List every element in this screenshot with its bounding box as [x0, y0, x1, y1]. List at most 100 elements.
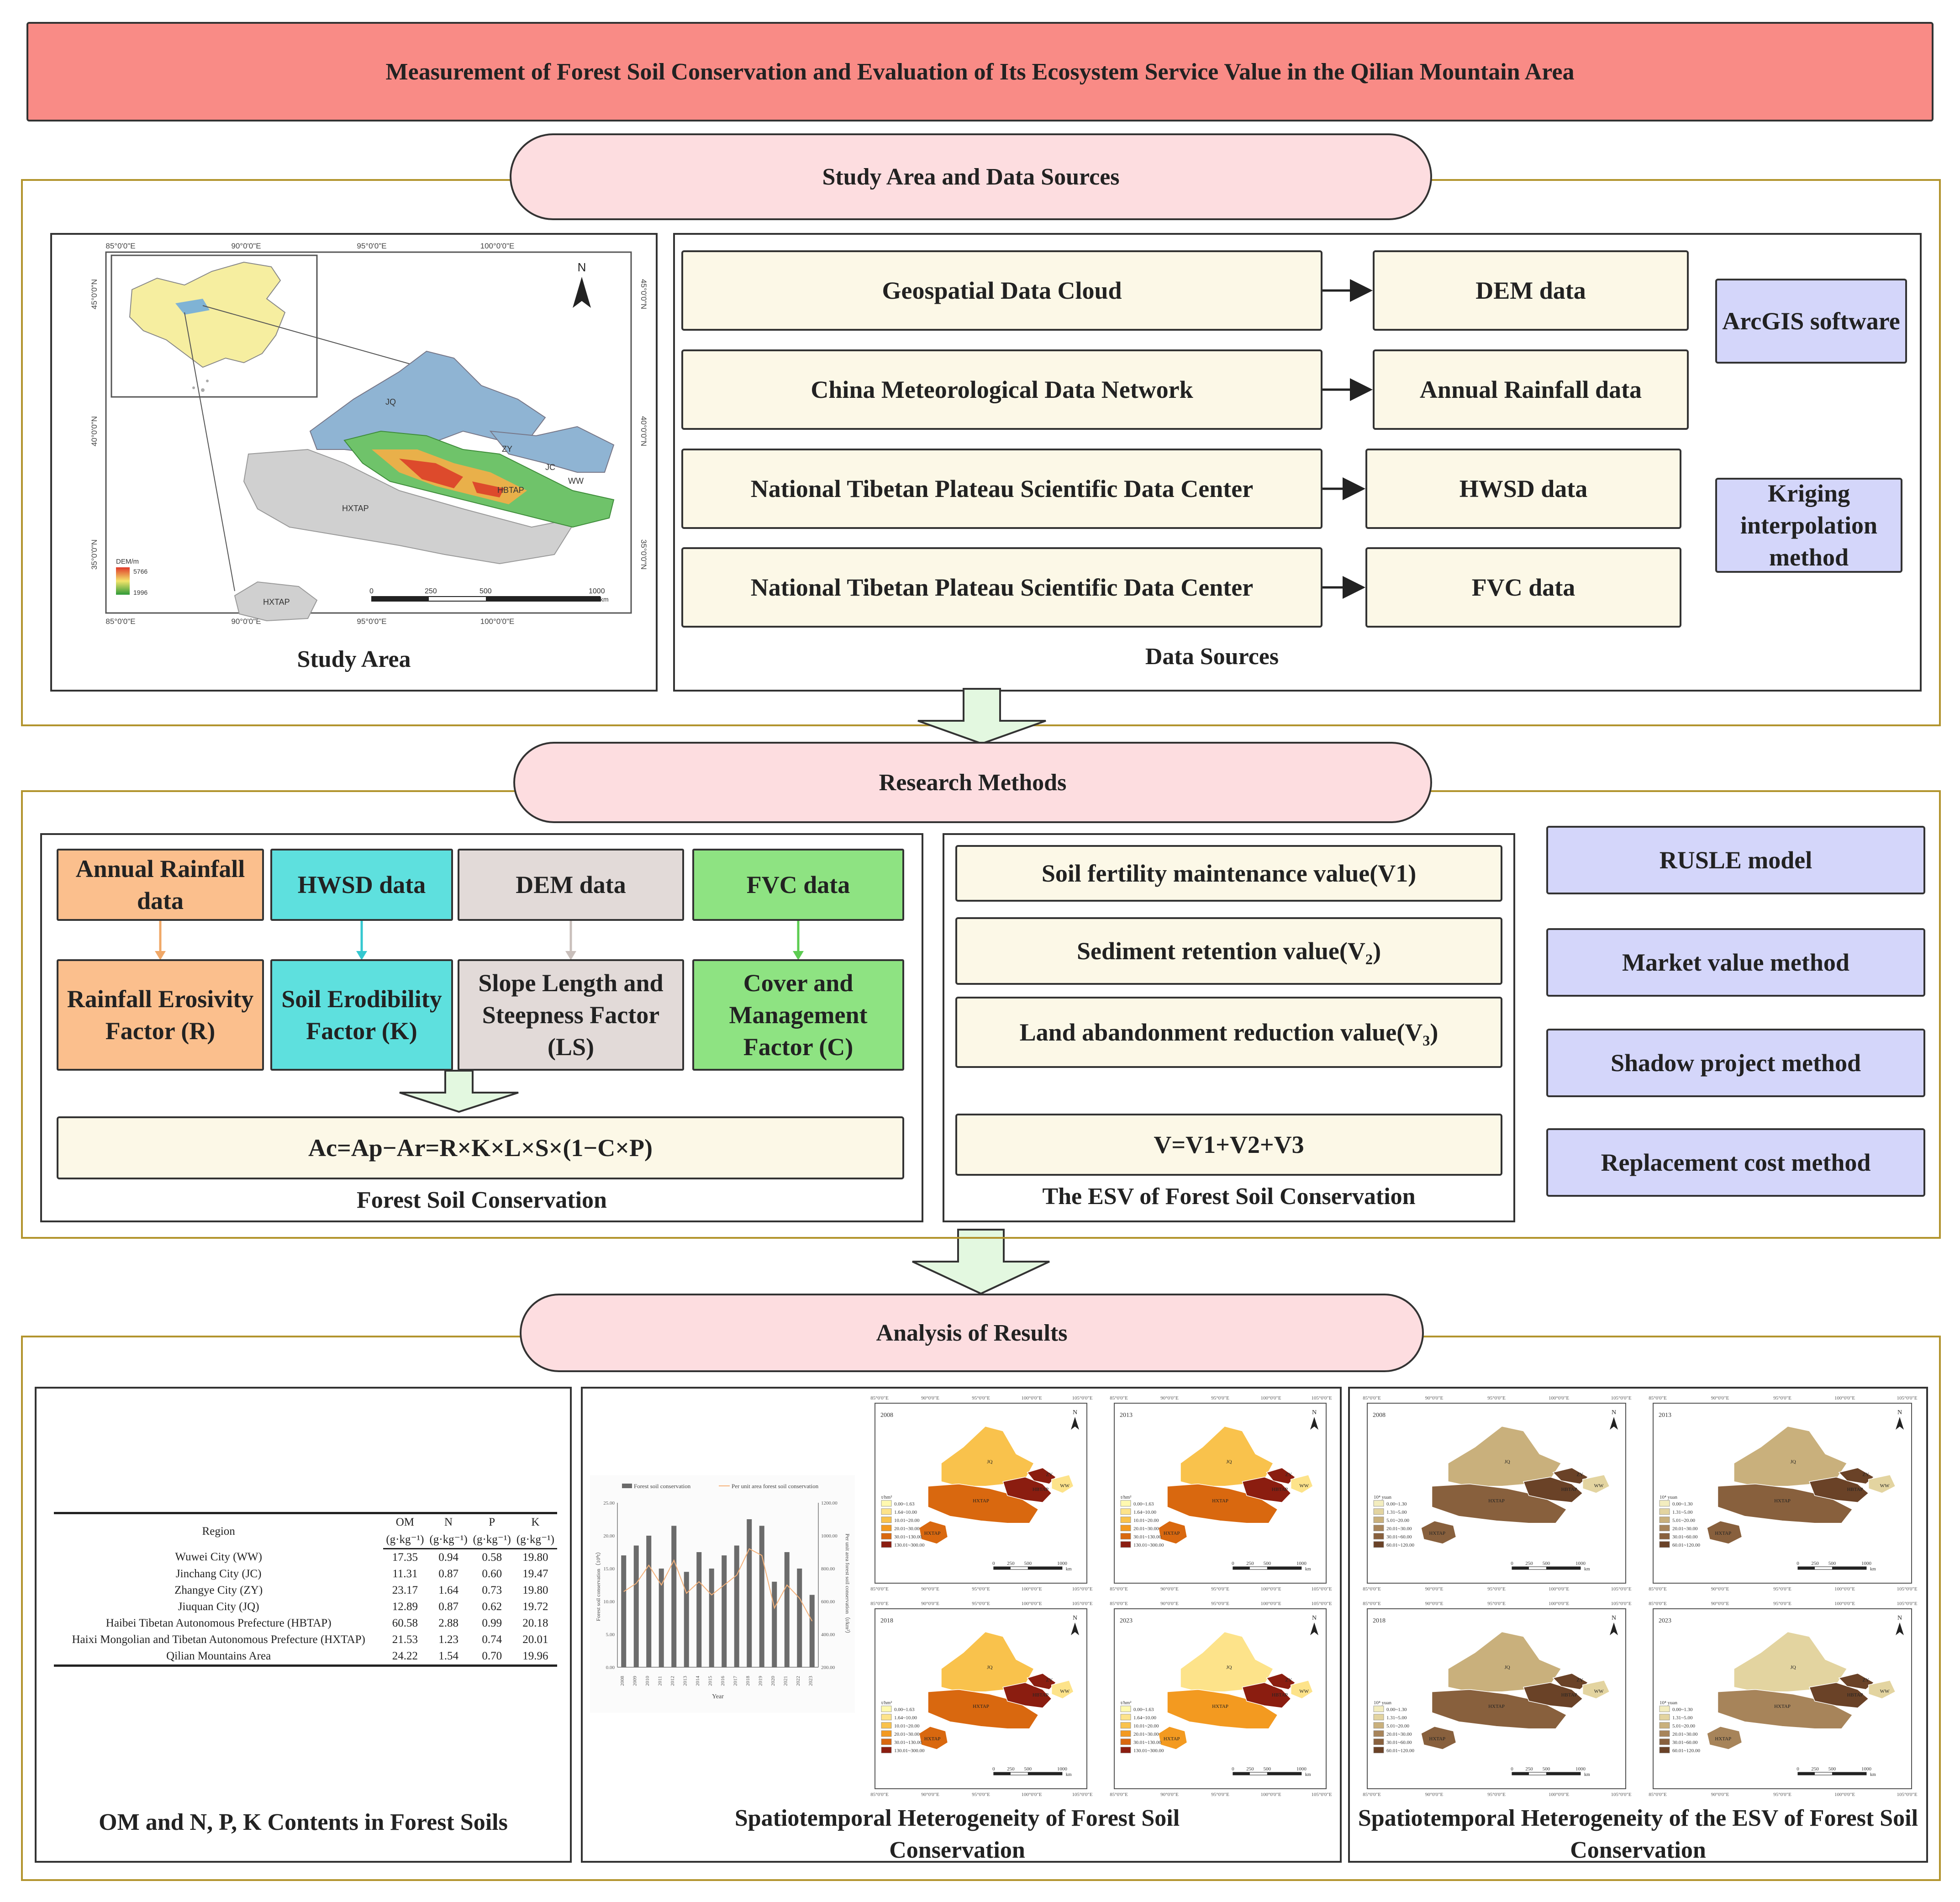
x-tick-label: 2023 — [808, 1676, 813, 1686]
equation-text: Ac=Ap−Ar=R×K×L×S×(1−C×P) — [308, 1134, 653, 1162]
chart-bar — [797, 1569, 802, 1667]
legend-unit: t/hm² — [881, 1700, 892, 1706]
lon-tick: 100°0'0"E — [1260, 1395, 1281, 1401]
x-tick-label: 2019 — [758, 1676, 763, 1686]
x-tick-label: 2018 — [745, 1676, 751, 1686]
legend-swatch — [1120, 1508, 1131, 1515]
legend-swatch — [1120, 1722, 1131, 1729]
region-label: HBTAP — [497, 486, 524, 495]
col-unit: (g·kg⁻¹) — [427, 1531, 470, 1549]
x-axis-label: Year — [712, 1693, 724, 1700]
value-cell: 0.87 — [438, 1568, 458, 1580]
value-cell: 0.99 — [482, 1617, 502, 1629]
data-box: FVC data — [1365, 547, 1681, 628]
chart-bar — [747, 1519, 752, 1667]
chart-bar — [709, 1569, 714, 1667]
esv-panel-caption: Spatiotemporal Heterogeneity of the ESV … — [1358, 1805, 1918, 1864]
lon-tick: 90°0'0"E — [1711, 1395, 1729, 1401]
lon-tick: 90°0'0"E — [1425, 1586, 1444, 1592]
region-cell: Jinchang City (JC) — [175, 1568, 262, 1580]
legend-class: 10.01~20.00 — [894, 1723, 920, 1729]
lon-tick: 95°0'0"E — [1211, 1601, 1229, 1606]
legend-class: 130.01~300.00 — [1133, 1543, 1164, 1548]
region-hxtap-south — [918, 1726, 948, 1750]
scale-label: 1000 — [1296, 1766, 1307, 1772]
source-box: Geospatial Data Cloud — [681, 250, 1322, 331]
lon-tick: 100°0'0"E — [1834, 1395, 1855, 1401]
map-2023: 85°0'0"E85°0'0"E90°0'0"E90°0'0"E95°0'0"E… — [1649, 1601, 1918, 1797]
tool-box-kriging: Kriging interpolation method — [1715, 478, 1902, 573]
section-pill-study: Study Area and Data Sources — [510, 133, 1432, 220]
legend-class: 0.00~1.30 — [1386, 1501, 1407, 1507]
value-cell: 0.62 — [482, 1601, 502, 1613]
x-tick-label: 2011 — [657, 1676, 663, 1686]
lon-tick: 90°0'0"E — [1160, 1586, 1179, 1592]
north-label: N — [578, 260, 586, 274]
region-hbtap — [1242, 1476, 1291, 1503]
flow-arrow-down — [912, 1229, 1050, 1295]
scale-bar-segment — [1546, 1567, 1581, 1569]
legend-swatch — [1659, 1714, 1670, 1721]
legend-class: 30.01~60.00 — [1386, 1534, 1412, 1540]
source-label: National Tibetan Plateau Scientific Data… — [750, 475, 1254, 502]
scale-label: 0 — [1511, 1561, 1513, 1566]
legend-low: 1996 — [133, 589, 148, 596]
model-box: Market value method — [1546, 928, 1925, 997]
lat-tick: 40°0'0"N — [639, 416, 648, 446]
factor-label: Cover and Management Factor (C) — [729, 969, 868, 1061]
region-cell: Wuwei City (WW) — [175, 1551, 262, 1564]
lon-tick: 95°0'0"E — [1487, 1586, 1506, 1592]
value-cell: 20.01 — [522, 1633, 548, 1646]
value-box-v3: Land abandonment reduction value(V₃) — [955, 997, 1502, 1068]
y-axis-label: Forest soil conservation（10⁸t） — [595, 1549, 601, 1621]
legend-swatch — [1373, 1516, 1384, 1523]
legend-class: 30.01~60.00 — [1386, 1740, 1412, 1745]
y-tick-label: 5.00 — [606, 1632, 615, 1638]
esv-caption: The ESV of Forest Soil Conservation — [1042, 1183, 1416, 1210]
x-tick-label: 2013 — [682, 1676, 688, 1686]
scale-bar-segment — [993, 1567, 1011, 1569]
scale-label: 1000 — [589, 587, 605, 595]
input-box-rainfall: Annual Rainfall data — [57, 849, 264, 921]
legend-swatch — [881, 1738, 892, 1745]
region-label: WW — [1594, 1483, 1604, 1489]
region-label: WW — [1880, 1689, 1890, 1694]
section-label: Analysis of Results — [876, 1320, 1068, 1346]
region-cell: Zhangye City (ZY) — [174, 1584, 263, 1596]
lon-tick: 85°0'0"E — [870, 1586, 889, 1592]
col-header: OM — [383, 1512, 427, 1531]
lon-tick: 105°0'0"E — [1897, 1792, 1917, 1797]
scale-unit: km — [1305, 1567, 1311, 1572]
lat-tick: 45°0'0"N — [639, 279, 648, 309]
legend-class: 130.01~300.00 — [894, 1748, 925, 1754]
scale-label: 500 — [1828, 1766, 1836, 1772]
lon-tick: 85°0'0"E — [105, 617, 135, 626]
north-label: N — [1312, 1409, 1317, 1416]
map-year: 2008 — [880, 1412, 893, 1419]
scale-label: 0 — [1797, 1561, 1799, 1566]
value-box-v2: Sediment retention value(V₂) — [955, 917, 1502, 985]
region-hxtap-south — [1707, 1726, 1743, 1750]
north-arrow-icon — [1310, 1417, 1318, 1430]
scale-unit: km — [600, 596, 609, 603]
legend-class: 30.01~130.00 — [894, 1534, 922, 1540]
scale-label: 250 — [1811, 1561, 1819, 1566]
value-cell: 0.70 — [470, 1648, 514, 1667]
input-label: FVC data — [746, 871, 850, 898]
legend-swatch — [881, 1747, 892, 1754]
chart-bar — [684, 1572, 689, 1667]
legend-class: 10.01~20.00 — [1133, 1723, 1159, 1729]
nutrient-table-panel: Region OM N P K (g·kg⁻¹) (g·kg⁻¹) (g·kg⁻… — [35, 1387, 572, 1863]
region-hbtap — [1002, 1476, 1052, 1503]
legend-unit: t/hm² — [881, 1495, 892, 1500]
lon-tick: 90°0'0"E — [1711, 1792, 1729, 1797]
model-box: Shadow project method — [1546, 1029, 1925, 1097]
model-box: Replacement cost method — [1546, 1128, 1925, 1197]
legend-swatch — [1120, 1730, 1131, 1737]
region-cell: Haixi Mongolian and Tibetan Autonomous P… — [72, 1633, 365, 1646]
x-tick-label: 2021 — [783, 1676, 788, 1686]
lon-tick: 90°0'0"E — [1711, 1601, 1729, 1606]
region-hxtap — [1167, 1689, 1278, 1729]
scale-unit: km — [1584, 1567, 1590, 1572]
